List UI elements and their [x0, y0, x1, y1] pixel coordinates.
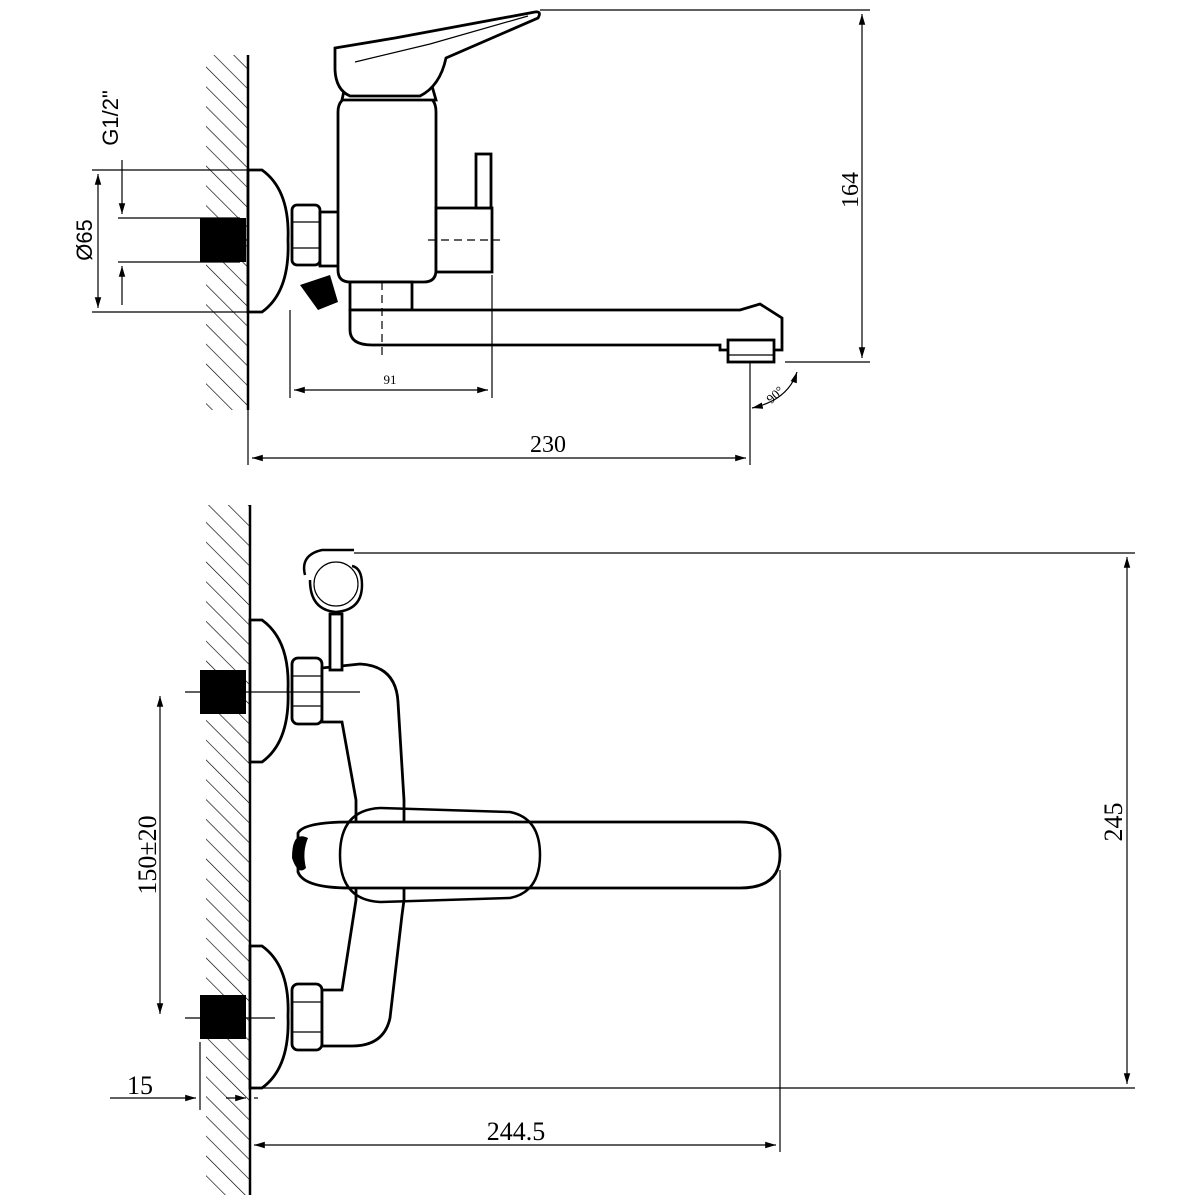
front-view: 245 150±20 15 244.5: [110, 505, 1135, 1195]
label-width-91: 91: [384, 372, 397, 387]
label-reach-244-5: 244.5: [487, 1117, 546, 1146]
shower-holder: [302, 548, 364, 672]
dimension-body-width: 91: [289, 275, 493, 398]
threaded-inlet-side: [200, 218, 246, 262]
dimension-centers: 150±20: [133, 696, 164, 1014]
dimension-height-front: 245: [252, 552, 1135, 1089]
threaded-inlet-lower: [200, 995, 246, 1039]
aerator-side: [726, 338, 776, 364]
mixer-body-side: [336, 94, 438, 284]
label-thread-g12: G1/2": [98, 90, 123, 146]
wall-flange-side: [246, 168, 290, 314]
lever-handle-side: [333, 10, 541, 98]
label-height-164: 164: [838, 172, 864, 208]
wall-section-front: [206, 505, 252, 1195]
dimension-height-side: 164: [540, 9, 870, 363]
label-offset-15: 15: [127, 1071, 153, 1100]
dimension-wall-offset: 15: [110, 1042, 258, 1110]
label-length-230: 230: [530, 432, 566, 458]
label-diameter-65: Ø65: [72, 219, 97, 261]
wall-flange-lower: [248, 944, 290, 1090]
eccentric-nut-side: [290, 203, 322, 267]
diverter-knob-side: [300, 275, 338, 310]
dimension-angle: 90°: [751, 371, 798, 409]
eccentric-nut-lower: [290, 982, 324, 1052]
dimension-thread: G1/2": [98, 90, 240, 305]
side-view: 164 G1/2" Ø65 91 230: [72, 9, 870, 465]
dimension-flange-diameter: Ø65: [72, 169, 260, 313]
dimension-spout-length: 230: [247, 362, 751, 465]
label-height-245: 245: [1099, 803, 1128, 842]
eccentric-nut-upper: [290, 656, 324, 726]
wall-flange-upper: [248, 618, 290, 764]
spout-side: [348, 302, 784, 352]
label-centers-150: 150±20: [133, 815, 162, 894]
dimension-spout-reach: 244.5: [254, 870, 781, 1152]
